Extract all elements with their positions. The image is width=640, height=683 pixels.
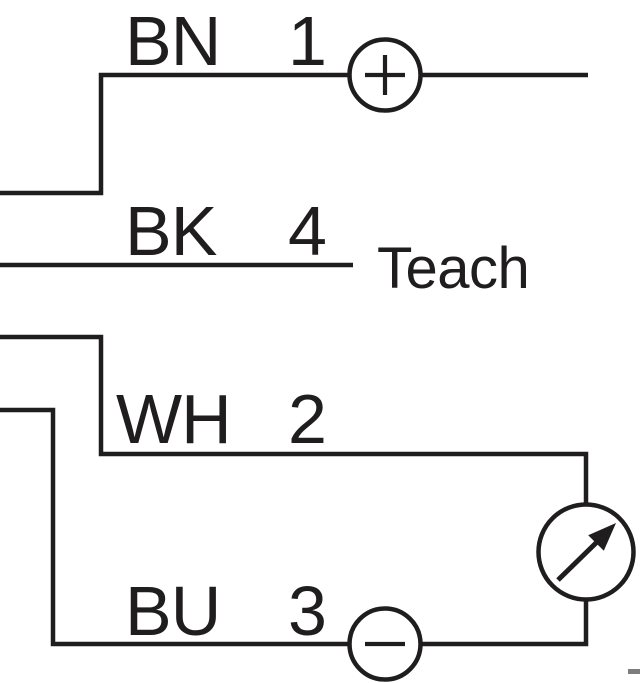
teach-function-label: Teach xyxy=(377,236,529,301)
meter-arrow-head xyxy=(588,523,616,551)
wire-bn-label: BN xyxy=(125,2,220,80)
meter-arrow-shaft xyxy=(556,540,599,582)
plus-sign xyxy=(365,55,405,95)
plus-terminal-icon xyxy=(347,37,423,113)
crop-artifact-mark xyxy=(628,669,640,674)
wire-bu-trace xyxy=(0,407,589,647)
wire-bk-label: BK xyxy=(125,192,217,270)
meter-icon xyxy=(536,502,636,602)
wire-wh-pin: 2 xyxy=(288,380,326,458)
wire-wh-trace xyxy=(0,334,589,506)
wire-bk-pin: 4 xyxy=(288,192,326,270)
wire-bn-pin: 1 xyxy=(288,2,326,80)
wire-bu-pin: 3 xyxy=(288,572,326,650)
wire-wh-label: WH xyxy=(116,380,231,458)
minus-terminal-icon xyxy=(347,606,423,682)
wire-bn-trace xyxy=(0,72,588,196)
wire-bu-label: BU xyxy=(125,572,220,650)
